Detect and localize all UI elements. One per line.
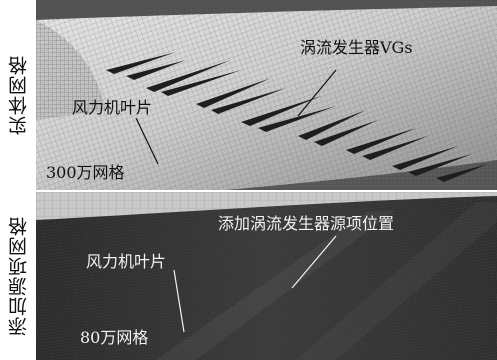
blade-leader-line-bottom bbox=[173, 269, 185, 333]
solid-mesh-side-label: 实体网格 bbox=[0, 0, 36, 190]
mesh-count-top: 300万网格 bbox=[46, 163, 125, 182]
vortex-generator bbox=[241, 96, 321, 126]
vortex-generator bbox=[258, 106, 336, 132]
vortex-generator bbox=[106, 52, 176, 74]
vortex-generators bbox=[106, 52, 488, 182]
vg-leader-line bbox=[297, 69, 337, 117]
blade-label-bottom: 风力机叶片 bbox=[86, 252, 167, 271]
vortex-generator bbox=[436, 164, 488, 182]
vortex-generator bbox=[146, 60, 231, 92]
vortex-generator bbox=[314, 120, 378, 146]
source-term-mesh-side-label: 添加源项网格 bbox=[0, 192, 36, 360]
blade-label-top: 风力机叶片 bbox=[72, 98, 153, 117]
source-term-mesh-side-label-text: 添加源项网格 bbox=[7, 216, 30, 336]
vortex-generator bbox=[196, 78, 271, 108]
solid-mesh-panel: 涡流发生器VGs 风力机叶片 300万网格 bbox=[36, 0, 497, 190]
vortex-generator bbox=[126, 60, 186, 80]
vg-label: 涡流发生器VGs bbox=[300, 38, 413, 57]
source-term-mesh-panel: 添加涡流发生器源项位置 风力机叶片 80万网格 bbox=[36, 192, 497, 360]
source-term-mesh-render bbox=[36, 192, 497, 360]
vortex-generator bbox=[362, 136, 428, 160]
vortex-generator bbox=[161, 70, 241, 96]
vortex-generator bbox=[298, 110, 366, 140]
vortex-generator bbox=[392, 146, 458, 170]
solid-mesh-render bbox=[36, 0, 497, 190]
source-label: 添加涡流发生器源项位置 bbox=[218, 214, 395, 233]
mesh-count-bottom: 80万网格 bbox=[80, 328, 149, 347]
vortex-generator bbox=[408, 154, 472, 176]
solid-mesh-side-label-text: 实体网格 bbox=[7, 55, 30, 135]
source-leader-line bbox=[291, 235, 337, 289]
vortex-generator bbox=[211, 88, 286, 114]
vortex-generator bbox=[346, 128, 416, 154]
blade-leader-line bbox=[135, 117, 159, 165]
